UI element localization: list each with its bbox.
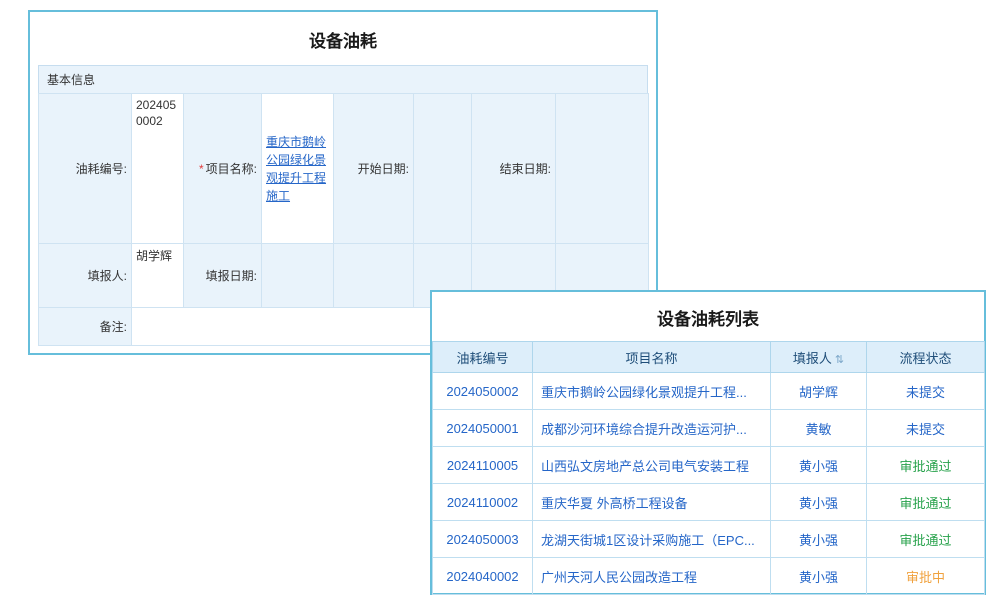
empty-cell [333, 243, 414, 308]
reporter-cell: 黄小强 [770, 446, 867, 484]
project-cell[interactable]: 龙湖天街城1区设计采购施工（EPC... [532, 520, 771, 558]
fuel-consumption-list-panel: 设备油耗列表 油耗编号 项目名称 填报人⇅ 流程状态 2024050002 重庆… [430, 290, 986, 595]
sort-icon[interactable]: ⇅ [834, 353, 845, 366]
reporter-label: 填报人: [38, 243, 132, 308]
status-cell: 未提交 [866, 372, 985, 410]
reporter-cell: 黄小强 [770, 483, 867, 521]
reporter-cell: 胡学辉 [770, 372, 867, 410]
form-title: 设备油耗 [309, 32, 377, 51]
reporter-cell: 黄敏 [770, 409, 867, 447]
project-name-value[interactable]: 重庆市鹅岭公园绿化景观提升工程施工 [261, 93, 334, 244]
start-date-value[interactable] [413, 93, 472, 244]
form-row-1: 油耗编号: 2024050002 *项目名称: 重庆市鹅岭公园绿化景观提升工程施… [38, 93, 649, 244]
table-header-row: 油耗编号 项目名称 填报人⇅ 流程状态 [432, 341, 985, 373]
list-title: 设备油耗列表 [657, 310, 759, 329]
fuel-consumption-form-panel: 设备油耗 基本信息 油耗编号: 2024050002 *项目名称: 重庆市鹅岭公… [28, 10, 658, 355]
table-row: 2024040002 广州天河人民公园改造工程 黄小强 审批中 [432, 557, 985, 595]
project-link[interactable]: 重庆市鹅岭公园绿化景观提升工程施工 [266, 134, 327, 203]
report-date-value[interactable] [261, 243, 334, 308]
table-row: 2024050003 龙湖天街城1区设计采购施工（EPC... 黄小强 审批通过 [432, 520, 985, 558]
fuel-no-cell[interactable]: 2024040002 [432, 557, 533, 595]
status-cell: 审批通过 [866, 483, 985, 521]
project-cell[interactable]: 山西弘文房地产总公司电气安装工程 [532, 446, 771, 484]
fuel-no-cell[interactable]: 2024110005 [432, 446, 533, 484]
fuel-no-cell[interactable]: 2024050001 [432, 409, 533, 447]
col-header-reporter-text: 填报人 [792, 350, 832, 366]
project-cell[interactable]: 重庆华夏 外高桥工程设备 [532, 483, 771, 521]
fuel-no-cell[interactable]: 2024050003 [432, 520, 533, 558]
section-basic-info: 基本信息 [38, 65, 648, 94]
end-date-value[interactable] [555, 93, 649, 244]
start-date-label: 开始日期: [333, 93, 414, 244]
col-header-project[interactable]: 项目名称 [532, 341, 771, 373]
status-cell: 审批通过 [866, 446, 985, 484]
remark-label: 备注: [38, 307, 132, 346]
project-name-label: *项目名称: [183, 93, 262, 244]
table-row: 2024050001 成都沙河环境综合提升改造运河护... 黄敏 未提交 [432, 409, 985, 447]
col-header-fuel-no[interactable]: 油耗编号 [432, 341, 533, 373]
empty-cell [413, 243, 472, 308]
table-row: 2024110005 山西弘文房地产总公司电气安装工程 黄小强 审批通过 [432, 446, 985, 484]
fuel-no-cell[interactable]: 2024050002 [432, 372, 533, 410]
reporter-cell: 黄小强 [770, 520, 867, 558]
project-cell[interactable]: 成都沙河环境综合提升改造运河护... [532, 409, 771, 447]
required-asterisk: * [198, 162, 204, 176]
table-row: 2024050002 重庆市鹅岭公园绿化景观提升工程... 胡学辉 未提交 [432, 372, 985, 410]
fuel-no-value[interactable]: 2024050002 [131, 93, 184, 244]
status-cell: 未提交 [866, 409, 985, 447]
status-cell: 审批中 [866, 557, 985, 595]
report-date-label: 填报日期: [183, 243, 262, 308]
fuel-no-label: 油耗编号: [38, 93, 132, 244]
fuel-consumption-table: 油耗编号 项目名称 填报人⇅ 流程状态 2024050002 重庆市鹅岭公园绿化… [432, 341, 985, 595]
end-date-label: 结束日期: [471, 93, 556, 244]
col-header-reporter[interactable]: 填报人⇅ [770, 341, 867, 373]
reporter-value[interactable]: 胡学辉 [131, 243, 184, 308]
status-cell: 审批通过 [866, 520, 985, 558]
fuel-no-cell[interactable]: 2024110002 [432, 483, 533, 521]
project-cell[interactable]: 广州天河人民公园改造工程 [532, 557, 771, 595]
table-row: 2024110002 重庆华夏 外高桥工程设备 黄小强 审批通过 [432, 483, 985, 521]
project-name-label-text: 项目名称: [205, 162, 257, 176]
col-header-status[interactable]: 流程状态 [866, 341, 985, 373]
fuel-no-text: 2024050002 [136, 98, 177, 129]
basic-info-table: 油耗编号: 2024050002 *项目名称: 重庆市鹅岭公园绿化景观提升工程施… [38, 93, 649, 346]
project-cell[interactable]: 重庆市鹅岭公园绿化景观提升工程... [532, 372, 771, 410]
reporter-cell: 黄小强 [770, 557, 867, 595]
